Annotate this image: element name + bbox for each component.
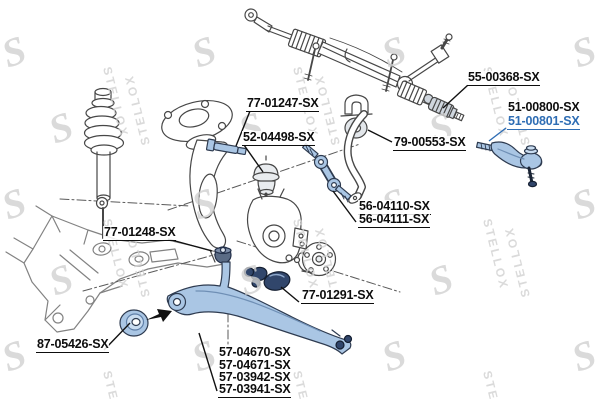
stellox-logo-glyph: S — [0, 27, 32, 77]
wheel-hub — [285, 241, 337, 277]
stellox-logo-glyph: S — [43, 103, 79, 153]
tie-rod-end-highlighted[interactable] — [475, 141, 543, 188]
control-arm-highlighted[interactable] — [166, 261, 353, 355]
part-label-57-03942[interactable]: 57-03942-SX — [218, 370, 292, 385]
part-label-77-01247[interactable]: 77-01247-SX — [246, 96, 320, 112]
pointer-arrow — [146, 309, 172, 322]
stellox-watermark-text: STELLOX — [480, 369, 511, 400]
leader-lines — [103, 84, 507, 392]
pinch-bolt-highlighted[interactable] — [205, 138, 247, 157]
control-arm-rear-bushing — [214, 246, 232, 264]
stellox-logo-glyph: S — [376, 331, 412, 381]
stellox-logo-glyph: S — [43, 255, 79, 305]
part-label-56-04110[interactable]: 56-04110-SX — [358, 199, 431, 215]
stellox-logo-glyph: S — [0, 331, 32, 381]
stellox-logo-glyph: S — [566, 331, 600, 381]
part-label-57-04671[interactable]: 57-04671-SX — [218, 358, 292, 373]
leader-52-04498 — [243, 144, 264, 173]
steering-knuckle-front — [247, 188, 309, 264]
front-bushing-highlighted[interactable] — [119, 309, 149, 337]
part-label-57-04670[interactable]: 57-04670-SX — [218, 345, 292, 360]
leader-56-04110 — [332, 190, 357, 223]
stellox-watermark-text: STELLOX — [100, 369, 131, 400]
leader-57-list — [198, 332, 218, 392]
leader-79-00553 — [367, 129, 393, 143]
part-label-55-00368[interactable]: 55-00368-SX — [467, 70, 541, 86]
lower-ball-joint-highlighted[interactable] — [243, 266, 292, 293]
leader-51-00801 — [488, 127, 507, 142]
part-label-87-05426[interactable]: 87-05426-SX — [36, 337, 110, 353]
part-label-52-04498[interactable]: 52-04498-SX — [242, 130, 316, 146]
part-label-57-03941[interactable]: 57-03941-SX — [218, 382, 292, 398]
subframe-crossmember — [5, 205, 231, 333]
leader-55-00368 — [442, 84, 469, 109]
stabilizer-bar — [343, 110, 368, 204]
strut-assembly — [83, 87, 125, 239]
part-label-51-00800[interactable]: 51-00800-SX — [507, 100, 581, 115]
part-label-56-04111[interactable]: 56-04111-SX — [358, 212, 431, 228]
steering-rack — [244, 8, 453, 107]
steering-knuckle-side — [189, 139, 229, 263]
part-label-77-01248[interactable]: 77-01248-SX — [103, 225, 177, 241]
part-label-51-00801-highlighted[interactable]: 51-00801-SX — [507, 114, 581, 130]
stellox-logo-glyph: S — [186, 331, 222, 381]
leader-77-01291 — [280, 286, 300, 303]
strut-top-mount — [161, 99, 233, 150]
stellox-logo-glyph: S — [186, 27, 222, 77]
part-label-77-01291[interactable]: 77-01291-SX — [301, 288, 375, 304]
leader-77-01247 — [235, 110, 251, 147]
stellox-logo-glyph: S — [423, 255, 459, 305]
leader-77-01248 — [167, 238, 213, 252]
stellox-logo-glyph: S — [0, 179, 32, 229]
stellox-watermark-text: STELLOX — [290, 369, 321, 400]
inner-tie-rod-coupling — [423, 93, 465, 122]
part-label-79-00553[interactable]: 79-00553-SX — [393, 135, 467, 151]
stabilizer-link-highlighted[interactable] — [301, 142, 352, 203]
stellox-logo-glyph: S — [566, 179, 600, 229]
stellox-logo-glyph: S — [566, 27, 600, 77]
